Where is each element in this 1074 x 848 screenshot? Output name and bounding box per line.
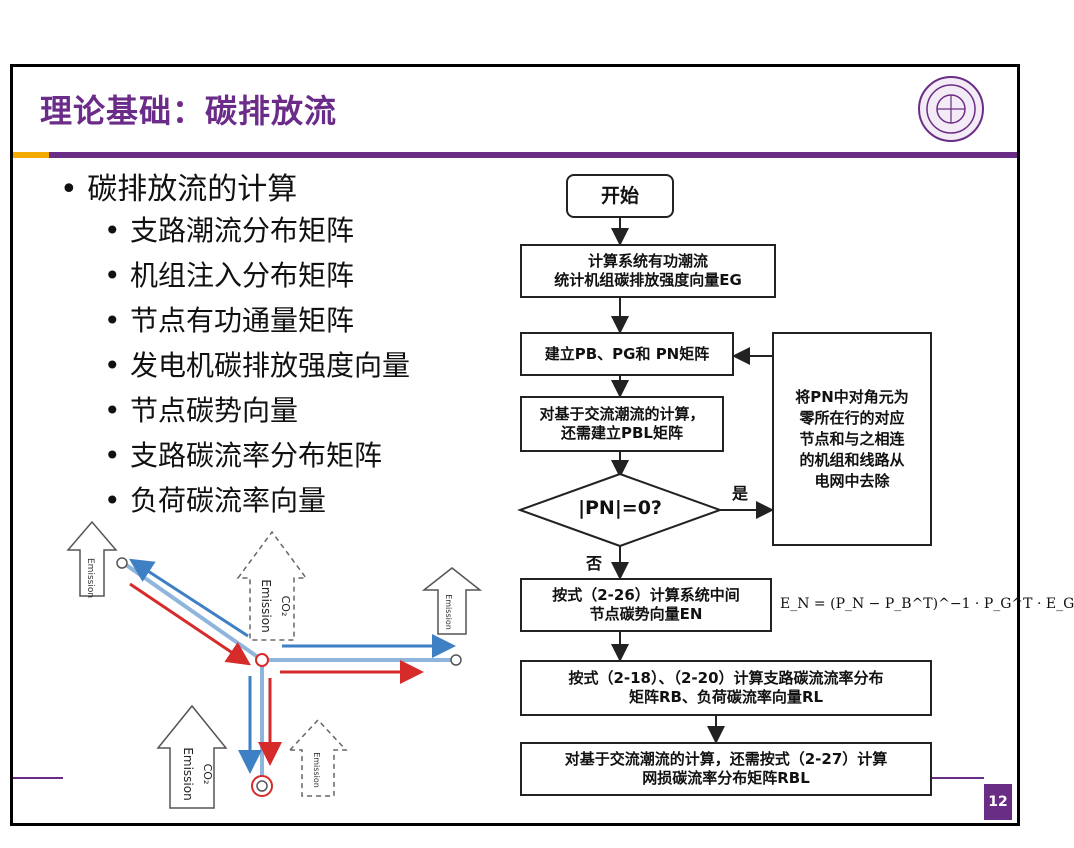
no-label: 否 bbox=[586, 554, 603, 573]
title-divider bbox=[13, 152, 1017, 158]
footer-line-left bbox=[13, 777, 63, 779]
main-bullet: • 碳排放流的计算 bbox=[60, 172, 298, 207]
red-carbon-flows bbox=[129, 582, 424, 766]
flowchart-start: 开始 bbox=[566, 174, 674, 218]
step-text: 对基于交流潮流的计算， bbox=[539, 405, 705, 423]
flowchart-start-text: 开始 bbox=[600, 184, 639, 207]
flowchart-step-node-potential: 按式（2-26）计算系统中间 节点碳势向量EN bbox=[520, 578, 772, 632]
node-center bbox=[255, 653, 269, 667]
sub-bullet-text: 支路潮流分布矩阵 bbox=[130, 214, 355, 247]
side-text: 电网中去除 bbox=[814, 471, 890, 490]
step-text: 节点碳势向量EN bbox=[589, 605, 703, 623]
step-text: 统计机组碳排放强度向量EG bbox=[554, 271, 742, 289]
slide-title: 理论基础：碳排放流 bbox=[40, 92, 338, 130]
footer-line-right bbox=[932, 777, 984, 779]
side-text: 的机组和线路从 bbox=[799, 450, 905, 469]
step-text: 矩阵RB、负荷碳流率向量RL bbox=[628, 688, 824, 706]
emission-arrow-bottom-dashed bbox=[288, 718, 348, 797]
sub-bullet-item: •发电机碳排放强度向量 bbox=[104, 349, 411, 382]
blue-carbon-flows bbox=[128, 558, 456, 774]
page-number: 12 bbox=[984, 784, 1012, 820]
decision-diamond bbox=[517, 472, 723, 548]
emission-arrow-right bbox=[421, 567, 483, 635]
main-bullet-text: 碳排放流的计算 bbox=[87, 172, 298, 207]
step-text: 对基于交流潮流的计算，还需按式（2-27）计算 bbox=[564, 750, 888, 768]
side-text: 零所在行的对应 bbox=[799, 408, 905, 427]
emission-label: Emission bbox=[85, 558, 95, 598]
sub-bullet-text: 节点碳势向量 bbox=[130, 394, 299, 427]
step-text: 建立PB、PG和 PN矩阵 bbox=[544, 344, 710, 363]
emission-arrow-bottomleft bbox=[156, 704, 228, 809]
sub-bullet-item: •支路碳流率分布矩阵 bbox=[104, 439, 383, 472]
sub-bullet-item: •节点有功通量矩阵 bbox=[104, 304, 355, 337]
flowchart-side-remove-nodes: 将PN中对角元为 零所在行的对应 节点和与之相连 的机组和线路从 电网中去除 bbox=[772, 332, 932, 546]
sub-bullet-item: •支路潮流分布矩阵 bbox=[104, 214, 355, 247]
side-text: 将PN中对角元为 bbox=[795, 387, 909, 406]
node-right bbox=[450, 654, 462, 666]
node-bottom-inner bbox=[256, 780, 268, 792]
sub-bullet-list: •支路潮流分布矩阵 •机组注入分布矩阵 •节点有功通量矩阵 •发电机碳排放强度向… bbox=[104, 208, 410, 523]
emission-arrow-top-dashed bbox=[236, 530, 308, 641]
flowchart-step-loss-flow: 对基于交流潮流的计算，还需按式（2-27）计算 网损碳流率分布矩阵RBL bbox=[520, 742, 932, 796]
flowchart-step-build-pbl: 对基于交流潮流的计算， 还需建立PBL矩阵 bbox=[520, 396, 724, 452]
sub-bullet-text: 负荷碳流率向量 bbox=[130, 484, 327, 517]
co2-label: CO₂ bbox=[201, 764, 214, 785]
emission-arrow-topleft bbox=[66, 520, 118, 597]
step-text: 还需建立PBL矩阵 bbox=[561, 424, 683, 442]
decision-label: |PN|=0? bbox=[578, 497, 662, 519]
emission-label: Emission bbox=[444, 594, 453, 630]
step-text: 按式（2-18）、（2-20）计算支路碳流流率分布 bbox=[568, 669, 884, 687]
sub-bullet-item: •负荷碳流率向量 bbox=[104, 484, 327, 517]
flowchart-step-branch-flow: 按式（2-18）、（2-20）计算支路碳流流率分布 矩阵RB、负荷碳流率向量RL bbox=[520, 660, 932, 716]
flowchart-step-build-matrices: 建立PB、PG和 PN矩阵 bbox=[520, 332, 734, 376]
step-text: 按式（2-26）计算系统中间 bbox=[552, 586, 740, 604]
sub-bullet-text: 发电机碳排放强度向量 bbox=[130, 349, 411, 382]
node-potential-formula: E_N = (P_N − P_B^T)^−1 · P_G^T · E_G bbox=[780, 596, 1074, 612]
sub-bullet-text: 机组注入分布矩阵 bbox=[130, 259, 355, 292]
university-seal-logo bbox=[918, 76, 984, 142]
sub-bullet-item: •节点碳势向量 bbox=[104, 394, 299, 427]
sub-bullet-text: 节点有功通量矩阵 bbox=[130, 304, 355, 337]
co2-label: CO₂ bbox=[279, 596, 292, 617]
sub-bullet-item: •机组注入分布矩阵 bbox=[104, 259, 355, 292]
sub-bullet-text: 支路碳流率分布矩阵 bbox=[130, 439, 383, 472]
emission-label: Emission bbox=[312, 752, 321, 788]
side-text: 节点和与之相连 bbox=[799, 429, 905, 448]
flowchart-connectors bbox=[611, 218, 774, 744]
carbon-flow-diagram: Emission Emission CO₂ Emission Emission … bbox=[66, 218, 774, 809]
yes-label: 是 bbox=[732, 484, 749, 503]
step-text: 网损碳流率分布矩阵RBL bbox=[642, 769, 810, 787]
title-divider-accent bbox=[13, 152, 49, 158]
step-text: 计算系统有功潮流 bbox=[587, 252, 708, 270]
flowchart-step-power-flow: 计算系统有功潮流 统计机组碳排放强度向量EG bbox=[520, 244, 776, 298]
emission-label: Emission bbox=[259, 579, 273, 632]
emission-label: Emission bbox=[181, 747, 195, 800]
node-topleft bbox=[116, 557, 128, 569]
